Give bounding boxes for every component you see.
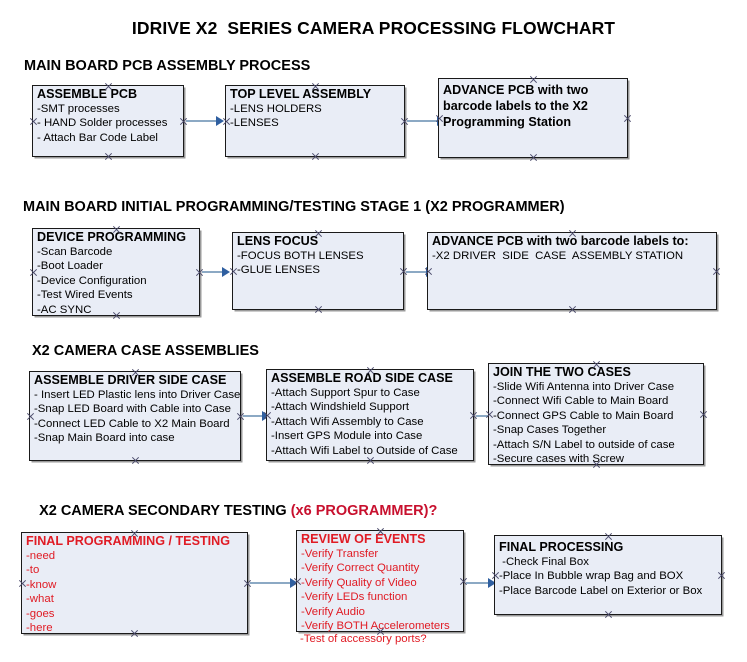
box-line: -Attach S/N Label to outside of case (493, 438, 675, 451)
box-line: -Slide Wifi Antenna into Driver Case (493, 381, 675, 393)
box-line: -GLUE LENSES (237, 264, 320, 277)
box-line: -Check Final Box (499, 556, 589, 568)
box-line: -Device Configuration (37, 274, 147, 287)
box-line: -Snap Main Board into case (34, 432, 175, 445)
box-line: -LENS HOLDERS (230, 103, 322, 115)
connector-handle-bottom[interactable] (104, 152, 113, 161)
arrow-shaft (186, 120, 217, 122)
process-box-final-processing[interactable]: FINAL PROCESSING -Check Final Box -Place… (494, 535, 722, 615)
box-line: -Boot Loader (37, 260, 103, 273)
process-box-top-level-assembly[interactable]: TOP LEVEL ASSEMBLY -LENS HOLDERS -LENSES (225, 85, 405, 157)
box-line: -FOCUS BOTH LENSES (237, 250, 364, 262)
connector-handle-bottom[interactable] (568, 305, 577, 314)
arrow-connector (186, 116, 224, 126)
connector-handle-bottom[interactable] (131, 456, 140, 465)
box-line: -Verify LEDs function (301, 591, 408, 604)
arrow-shaft (466, 582, 489, 584)
box-title: ADVANCE PCB with two barcode labels to t… (443, 83, 589, 129)
box-title: ADVANCE PCB with two barcode labels to: (432, 234, 689, 248)
process-box-assemble-road-side-case[interactable]: ASSEMBLE ROAD SIDE CASE -Attach Support … (266, 369, 474, 461)
box-line: -Test Wired Events (37, 289, 133, 302)
box-line: -Snap Cases Together (493, 424, 607, 437)
connector-handle-bottom[interactable] (314, 305, 323, 314)
box-line: -what (26, 593, 54, 606)
box-line: -Attach Wifi Assembly to Case (271, 415, 424, 428)
page-title: IDRIVE X2 SERIES CAMERA PROCESSING FLOWC… (131, 18, 616, 38)
connector-handle-right[interactable] (712, 267, 721, 276)
box-line: -AC SYNC (37, 303, 92, 316)
section-heading-red-text: (x6 PROGRAMMER)? (290, 503, 438, 519)
box-title: REVIEW OF EVENTS (301, 532, 426, 546)
arrow-shaft (407, 120, 438, 122)
box-line: -Attach Wifi Label to Outside of Case (271, 444, 458, 457)
arrow-shaft (406, 271, 427, 273)
box-line: -Verify Transfer (301, 548, 379, 560)
section-heading-x2-camera-case-assemblies: X2 CAMERA CASE ASSEMBLIES (32, 343, 259, 359)
box-line: -Connect GPS Cable to Main Board (493, 409, 674, 422)
box-line: -Connect LED Cable to X2 Main Board (34, 417, 230, 430)
process-box-advance-pcb-driver-side-case[interactable]: ADVANCE PCB with two barcode labels to: … (427, 232, 717, 310)
box-title: LENS FOCUS (237, 234, 319, 248)
arrow-connector (466, 578, 496, 588)
box-line: -X2 DRIVER SIDE CASE ASSEMBLY STATION (432, 250, 684, 262)
box-overflow-line: -Test of accessory ports? (300, 633, 427, 645)
box-title: FINAL PROGRAMMING / TESTING (26, 534, 231, 548)
process-box-final-programming-testing[interactable]: FINAL PROGRAMMING / TESTING -need -to -k… (21, 532, 248, 634)
section-heading-main-board-pcb-assembly: MAIN BOARD PCB ASSEMBLY PROCESS (24, 58, 311, 74)
box-line: - HAND Solder processes (37, 117, 168, 130)
box-line: -Insert GPS Module into Case (271, 430, 423, 443)
arrow-shaft (243, 415, 263, 417)
box-line: -Attach Support Spur to Case (271, 387, 420, 399)
box-title: ASSEMBLE DRIVER SIDE CASE (34, 373, 227, 387)
box-line: -Place Barcode Label on Exterior or Box (499, 584, 703, 597)
process-box-join-the-two-cases[interactable]: JOIN THE TWO CASES -Slide Wifi Antenna i… (488, 363, 704, 465)
connector-handle-bottom[interactable] (529, 153, 538, 162)
box-line: -Snap LED Board with Cable into Case (34, 403, 231, 416)
box-title: TOP LEVEL ASSEMBLY (230, 87, 372, 101)
section-heading-main-board-initial-programming: MAIN BOARD INITIAL PROGRAMMING/TESTING S… (23, 199, 565, 215)
process-box-advance-pcb-programming-station[interactable]: ADVANCE PCB with two barcode labels to t… (438, 78, 628, 158)
box-title: JOIN THE TWO CASES (493, 365, 631, 379)
box-line: -need (26, 550, 56, 562)
section-heading-x2-camera-secondary-testing: X2 CAMERA SECONDARY TESTING (x6 PROGRAMM… (31, 487, 437, 519)
box-line: -Verify Correct Quantity (301, 562, 420, 575)
box-line: -Connect Wifi Cable to Main Board (493, 395, 669, 408)
box-line: -know (26, 578, 57, 591)
box-line: -Attach Windshield Support (271, 401, 410, 414)
box-title: FINAL PROCESSING (499, 540, 624, 554)
box-title: DEVICE PROGRAMMING (37, 230, 187, 244)
box-line: -here (26, 622, 53, 635)
box-line: -Scan Barcode (37, 246, 113, 258)
process-box-device-programming[interactable]: DEVICE PROGRAMMING -Scan Barcode -Boot L… (32, 228, 200, 316)
box-line: -Place In Bubble wrap Bag and BOX (499, 570, 684, 583)
connector-handle-left[interactable] (424, 267, 433, 276)
box-line: -LENSES (230, 117, 279, 130)
arrow-head-icon (222, 267, 230, 277)
box-title: ASSEMBLE ROAD SIDE CASE (271, 371, 453, 385)
connector-handle-bottom[interactable] (311, 152, 320, 161)
box-line: -Verify Quality of Video (301, 576, 417, 589)
process-box-review-of-events[interactable]: REVIEW OF EVENTS -Verify Transfer -Verif… (296, 530, 464, 632)
process-box-lens-focus[interactable]: LENS FOCUS -FOCUS BOTH LENSES -GLUE LENS… (232, 232, 404, 310)
connector-handle-bottom[interactable] (604, 610, 613, 619)
process-box-assemble-pcb[interactable]: ASSEMBLE PCB -SMT processes - HAND Solde… (32, 85, 184, 157)
arrow-head-icon (216, 116, 224, 126)
box-line: -Secure cases with Screw (493, 453, 625, 466)
arrow-connector (202, 267, 230, 277)
arrow-connector (250, 578, 298, 588)
box-line: -goes (26, 607, 55, 620)
arrow-shaft (250, 582, 291, 584)
process-box-assemble-driver-side-case[interactable]: ASSEMBLE DRIVER SIDE CASE - Insert LED P… (29, 371, 241, 461)
section-heading-text: X2 CAMERA SECONDARY TESTING (39, 503, 291, 519)
box-line: - Attach Bar Code Label (37, 131, 158, 144)
box-line: -SMT processes (37, 103, 120, 115)
arrow-shaft (202, 271, 223, 273)
box-line: - Insert LED Plastic lens into Driver Ca… (34, 389, 241, 401)
box-line: -Verify Audio (301, 605, 365, 618)
box-title: ASSEMBLE PCB (37, 87, 138, 101)
box-line: -to (26, 564, 40, 577)
box-line: -Verify BOTH Accelerometers (301, 620, 450, 633)
